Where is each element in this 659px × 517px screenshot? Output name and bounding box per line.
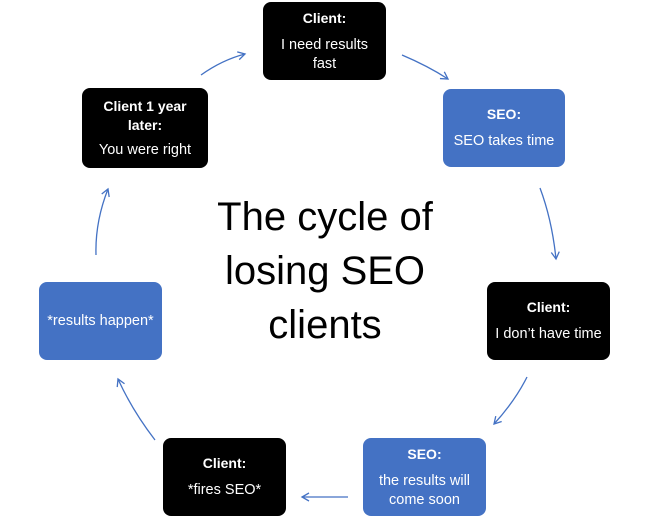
arrow-results-happen-to-client-year-later xyxy=(95,187,110,256)
node-heading: Client 1 year later: xyxy=(103,97,187,133)
title-line-2: losing SEO xyxy=(224,249,426,293)
diagram-title: The cycle of losing SEO clients xyxy=(175,190,475,352)
arrow-seo-takes-time-to-client-no-time xyxy=(539,187,560,261)
arrow-client-need-to-seo-takes-time xyxy=(401,54,450,80)
arrow-client-year-later-to-client-need xyxy=(200,51,247,76)
node-heading: SEO: xyxy=(486,106,522,122)
node-client-no-time: Client: I don’t have time xyxy=(487,282,610,360)
node-text: *results happen* xyxy=(47,312,154,329)
node-text: I need results fast xyxy=(280,36,369,72)
node-client-fires: Client: *fires SEO* xyxy=(163,438,286,516)
node-text: the results will come soon xyxy=(378,472,471,508)
node-seo-takes-time: SEO: SEO takes time xyxy=(443,89,565,167)
node-heading: Client: xyxy=(302,9,347,26)
title-line-1: The cycle of xyxy=(217,195,433,239)
node-text: You were right xyxy=(98,141,192,158)
arrow-client-no-time-to-seo-results-soon xyxy=(493,376,528,425)
node-client-need: Client: I need results fast xyxy=(263,2,386,80)
node-client-year-later: Client 1 year later: You were right xyxy=(82,88,208,168)
title-line-3: clients xyxy=(268,303,382,347)
node-results-happen: *results happen* xyxy=(39,282,162,360)
node-text: *fires SEO* xyxy=(187,482,262,498)
node-text: SEO takes time xyxy=(453,133,555,149)
node-seo-results-soon: SEO: the results will come soon xyxy=(363,438,486,516)
node-heading: Client: xyxy=(202,455,247,471)
node-heading: Client: xyxy=(526,299,571,315)
node-heading: SEO: xyxy=(407,445,442,462)
arrow-client-fires-to-results-happen xyxy=(116,377,156,441)
node-text: I don’t have time xyxy=(495,326,602,342)
